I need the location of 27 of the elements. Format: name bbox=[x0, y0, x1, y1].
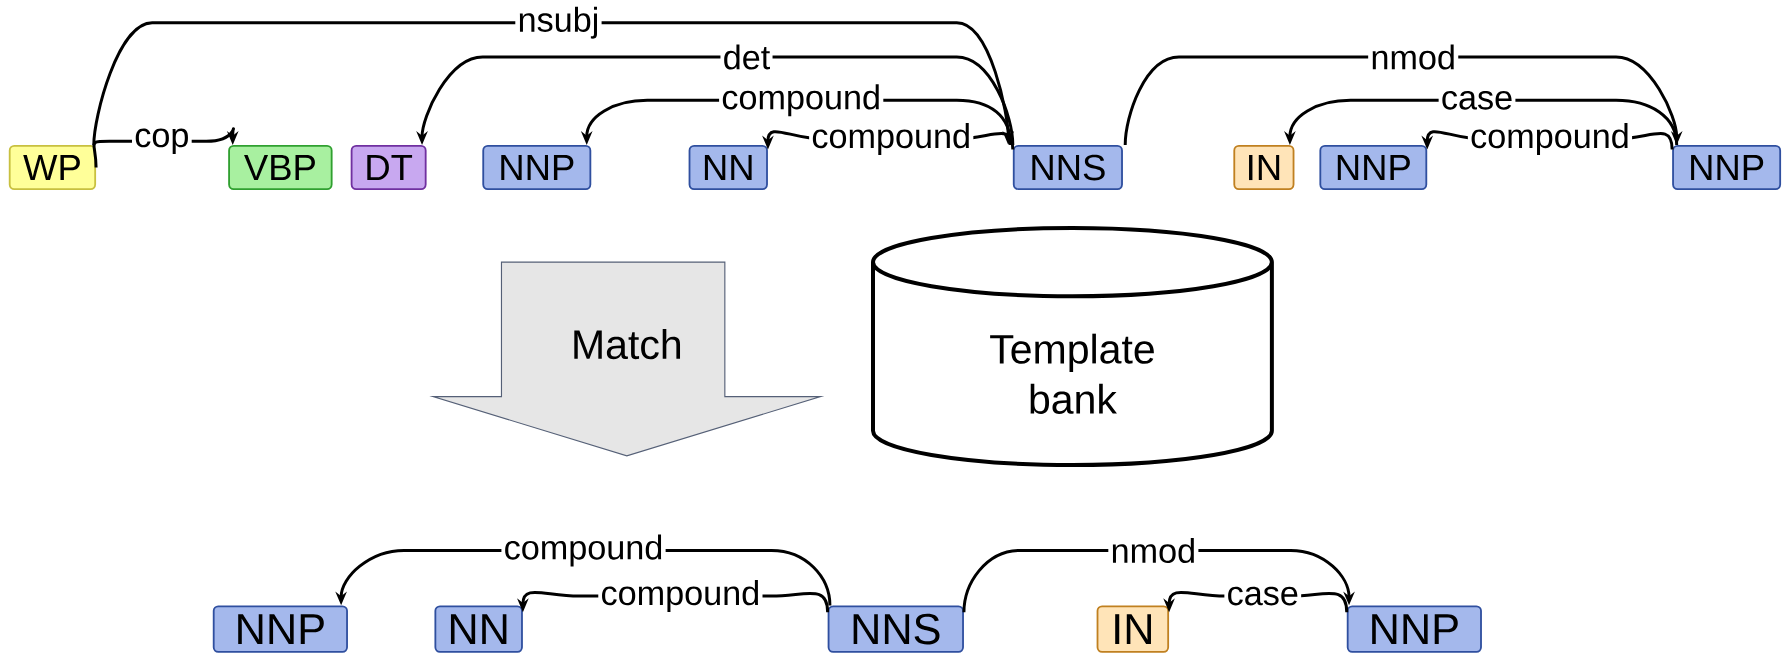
edge-label: compound bbox=[598, 578, 763, 615]
edge-label: case bbox=[1224, 584, 1302, 608]
edge-label: cop bbox=[132, 126, 192, 157]
edge-label: nmod bbox=[1368, 42, 1459, 72]
tag-box: NN bbox=[688, 145, 768, 191]
edge-label: det bbox=[720, 42, 773, 72]
edge-label: compound bbox=[719, 82, 884, 119]
edge-label: compound bbox=[1467, 121, 1633, 158]
tag-box: WP bbox=[8, 145, 97, 191]
database-cylinder: Template bank bbox=[871, 226, 1274, 468]
tag-box: IN bbox=[1233, 145, 1295, 191]
tag-box: NNP bbox=[1319, 145, 1428, 191]
tag-box: NNS bbox=[1012, 145, 1123, 191]
edge-label: compound bbox=[501, 532, 666, 569]
edge-label: compound bbox=[809, 121, 974, 158]
edge-label: nmod bbox=[1108, 535, 1199, 566]
edge-label: nsubj bbox=[515, 4, 602, 42]
tag-box: NNP bbox=[212, 605, 348, 653]
tag-box: NNP bbox=[1346, 605, 1482, 653]
tag-box: NNP bbox=[482, 145, 592, 191]
tag-box: NNP bbox=[1672, 145, 1782, 191]
tag-box: DT bbox=[350, 145, 427, 191]
tag-box: IN bbox=[1096, 605, 1170, 653]
tag-box: NNS bbox=[827, 605, 964, 653]
edge-label: case bbox=[1438, 88, 1516, 113]
tag-box: NN bbox=[434, 605, 523, 653]
tag-box: VBP bbox=[228, 145, 333, 191]
